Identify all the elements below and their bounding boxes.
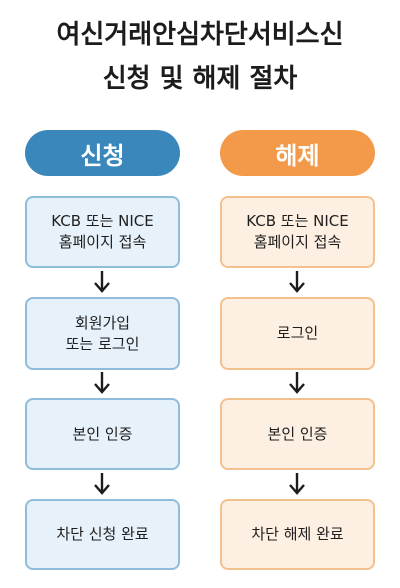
apply-step-2: 회원가입 또는 로그인 <box>25 297 180 370</box>
cancel-step-2-line-1: 로그인 <box>276 324 319 342</box>
arrow-down-icon <box>94 271 110 293</box>
apply-step-4: 차단 신청 완료 <box>25 499 180 570</box>
apply-step-3: 본인 인증 <box>25 398 180 470</box>
cancel-step-1-line-1: KCB 또는 NICE <box>246 212 349 230</box>
title-line-2: 신청 및 해제 절차 <box>102 64 298 94</box>
title-line-1: 여신거래안심차단서비스신 <box>56 20 344 50</box>
apply-header: 신청 <box>25 130 180 176</box>
cancel-step-2: 로그인 <box>220 297 375 370</box>
cancel-header: 해제 <box>220 130 375 176</box>
cancel-step-3: 본인 인증 <box>220 398 375 470</box>
apply-step-1-line-2: 홈페이지 접속 <box>58 233 147 251</box>
arrow-down-icon <box>289 473 305 495</box>
apply-step-2-line-1: 회원가입 <box>74 313 131 332</box>
arrow-down-icon <box>94 372 110 394</box>
apply-step-1-line-1: KCB 또는 NICE <box>51 212 154 230</box>
arrow-down-icon <box>289 271 305 293</box>
cancel-step-4-line-1: 차단 해제 완료 <box>251 525 344 543</box>
apply-step-3-line-1: 본인 인증 <box>72 424 133 443</box>
apply-step-1: KCB 또는 NICE 홈페이지 접속 <box>25 196 180 268</box>
cancel-step-1: KCB 또는 NICE 홈페이지 접속 <box>220 196 375 268</box>
cancel-step-1-line-2: 홈페이지 접속 <box>253 233 342 251</box>
apply-step-2-line-2: 또는 로그인 <box>65 334 140 353</box>
apply-step-4-line-1: 차단 신청 완료 <box>56 525 149 543</box>
cancel-step-4: 차단 해제 완료 <box>220 499 375 570</box>
cancel-step-3-line-1: 본인 인증 <box>267 424 328 443</box>
arrow-down-icon <box>94 473 110 495</box>
arrow-down-icon <box>289 372 305 394</box>
